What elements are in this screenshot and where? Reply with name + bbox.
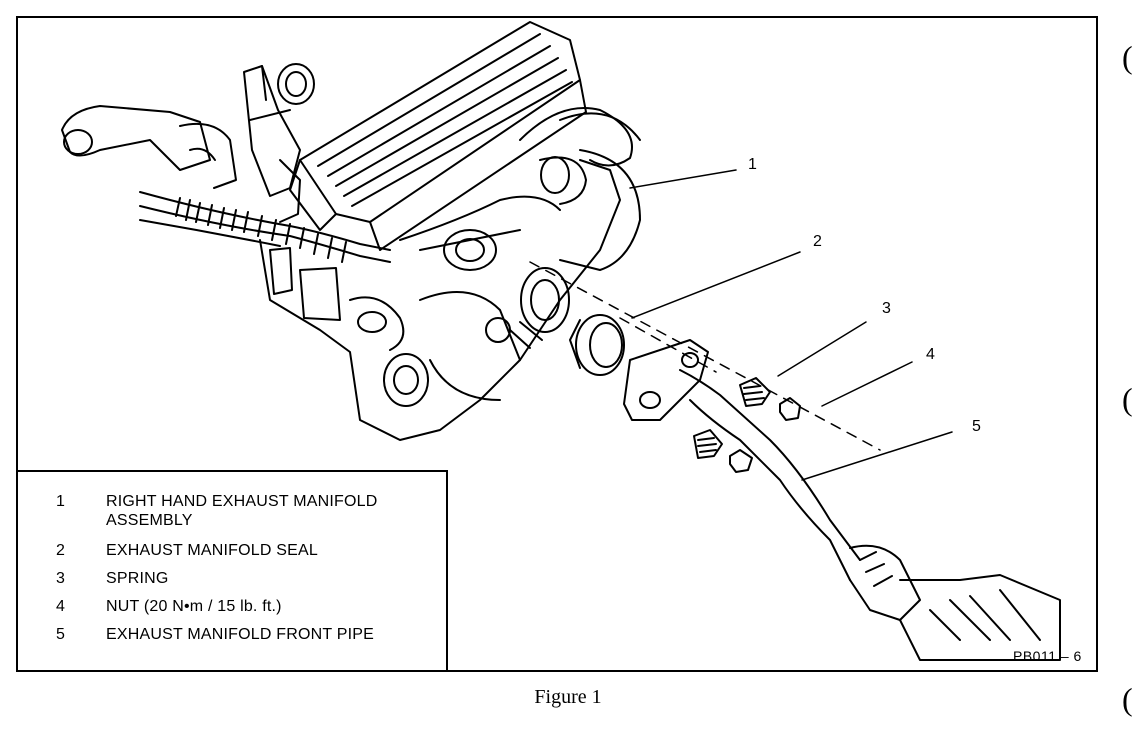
callout-3: 3 <box>882 300 891 317</box>
callout-2: 2 <box>813 233 822 250</box>
legend-label: NUT (20 N•m / 15 lb. ft.) <box>106 598 282 615</box>
callout-4: 4 <box>926 346 935 363</box>
legend-number: 2 <box>56 542 65 559</box>
parts-legend: 1 RIGHT HAND EXHAUST MANIFOLD ASSEMBLY 2… <box>16 470 448 672</box>
legend-label: EXHAUST MANIFOLD SEAL <box>106 542 318 559</box>
assembly-lines <box>529 261 881 451</box>
legend-number: 4 <box>56 598 65 615</box>
margin-mark: ( <box>1122 681 1133 717</box>
legend-label: EXHAUST MANIFOLD FRONT PIPE <box>106 626 374 643</box>
engine-block <box>259 159 621 441</box>
margin-mark: ( <box>1122 381 1133 417</box>
exhaust-manifold <box>509 149 641 349</box>
figure-caption: Figure 1 <box>534 686 602 708</box>
legend-label: SPRING <box>106 570 169 587</box>
callout-5: 5 <box>972 418 981 435</box>
margin-mark: ( <box>1122 39 1133 75</box>
legend-number: 1 <box>56 493 65 510</box>
front-pipe <box>623 339 1061 661</box>
figure-reference-code: PB011 – 6 <box>1013 648 1082 664</box>
spark-plug-wires <box>399 107 641 271</box>
manifold-seal <box>569 314 625 376</box>
leader-lines <box>629 169 953 481</box>
wire-harness <box>139 191 391 263</box>
legend-number: 5 <box>56 626 65 643</box>
air-intake-tube <box>61 105 237 189</box>
throttle-bracket <box>243 63 315 223</box>
legend-number: 3 <box>56 570 65 587</box>
legend-label: RIGHT HAND EXHAUST MANIFOLD ASSEMBLY <box>106 493 378 529</box>
callout-1: 1 <box>748 156 757 173</box>
valve-cover <box>289 21 587 251</box>
